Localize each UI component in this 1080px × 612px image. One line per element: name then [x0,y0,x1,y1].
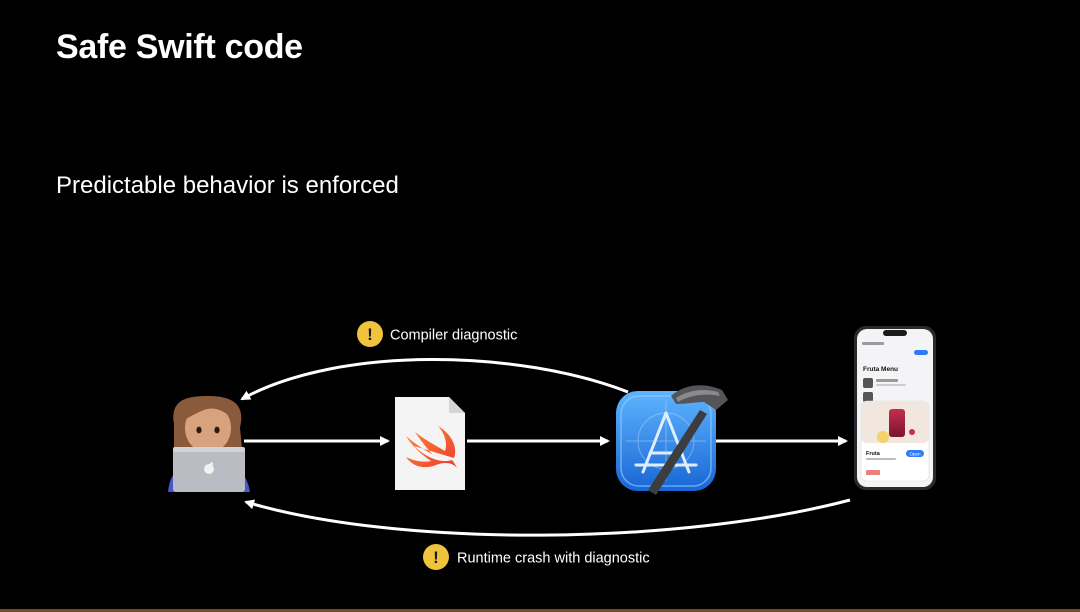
runtime-crash-text: Runtime crash with diagnostic [457,551,650,567]
phone-screen-header: Fruta Menu [863,366,898,373]
slide-title: Safe Swift code [56,28,303,66]
compiler-diagnostic-arrow [240,358,629,401]
warning-icon [357,321,383,347]
xcode-icon [616,385,728,495]
runtime-crash-arrow [244,498,851,537]
compiler-diagnostic-text: Compiler diagnostic [390,328,517,344]
developer-emoji-icon [168,396,250,492]
runtime-crash-label: ! Runtime crash with diagnostic [423,544,650,570]
warning-mark: ! [433,548,439,567]
iphone-app-icon: Fruta Menu Fruta Open [854,326,936,490]
bottom-strip [0,609,1080,612]
swift-file-icon [395,397,465,490]
warning-icon [423,544,449,570]
phone-card-title: Fruta [866,451,881,457]
phone-card-button: Open [909,452,921,457]
compiler-diagnostic-label: ! Compiler diagnostic [357,321,517,347]
warning-mark: ! [367,325,373,344]
slide-subtitle: Predictable behavior is enforced [56,172,399,199]
